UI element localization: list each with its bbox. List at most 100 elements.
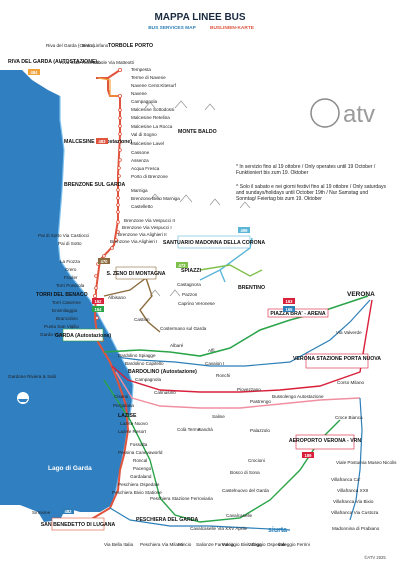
- stop-peschiera-bivio: Peschiera Bivio Statione: [112, 490, 162, 495]
- lake-label: Lago di Garda: [72, 207, 116, 214]
- stop-navene: Navene: [131, 91, 147, 96]
- badge-483: 483: [96, 138, 108, 144]
- stop-brenzone: BRENZONE SUL GARDA: [64, 182, 126, 188]
- stop-gardone: Gardone Riviera & Salò: [8, 374, 57, 379]
- line-484-route: [97, 77, 122, 97]
- svg-text:470: 470: [101, 259, 109, 264]
- stop-peschiera-ospedale: Peschiera Ospedale: [118, 482, 160, 487]
- stop-cavalcaselle-xxv: Cavalcaselle Via XXV Aprile: [190, 526, 248, 531]
- stop-saline: Saline: [212, 414, 225, 419]
- stop-spiazzi: SPIAZZI: [181, 268, 201, 274]
- stop-ronchi: Ronchi: [216, 373, 230, 378]
- stop-airport: AEROPORTO VERONA - VRN: [289, 438, 362, 444]
- svg-text:165: 165: [286, 307, 294, 312]
- stop-brancolino: Brancolino: [56, 316, 78, 321]
- stop-crero: Crero: [65, 267, 77, 272]
- stop-torbole: TORBOLE PORTO: [108, 43, 153, 49]
- stop-mincio: Mincio: [178, 542, 192, 547]
- stop-sirmione: Sirmione: [32, 510, 51, 515]
- note-seasonal-symbol: *: [236, 164, 238, 170]
- stop-s-zeno: S. ZENO DI MONTAGNA: [107, 271, 166, 277]
- stop-valeggio-ospedale: Valeggio Ospedale: [248, 542, 287, 547]
- svg-text:164: 164: [95, 307, 103, 312]
- stop-lazise-resort: Lazise Resort: [118, 429, 147, 434]
- stop-val-sogno: Val di Sogno: [131, 132, 157, 137]
- note-weekend-symbol: ^: [236, 184, 239, 190]
- stop-castion: Castion: [134, 317, 150, 322]
- stop-pai-sotto: Pai di Sotto Via Castiocci: [38, 233, 89, 238]
- line-163-route: [115, 371, 361, 409]
- stop-caprino: Caprino Veronese: [178, 301, 215, 306]
- stop-costermano: Costermano sul Garda: [160, 326, 207, 331]
- line-164-route: [103, 295, 369, 357]
- stop-bivio-linfano: Bivio Linfano: [82, 43, 109, 48]
- stop-navene-terme: Terme di Navene: [131, 75, 166, 80]
- sanctuary-box: [177, 235, 251, 249]
- note-weekend: ^ Solo il sabato e nei giorni festivi fi…: [236, 184, 386, 203]
- line-mincio-route: [109, 507, 291, 531]
- ferry-icon: [17, 392, 29, 404]
- stop-la-fiozza: La Fiozza: [60, 259, 80, 264]
- stop-castagnora: Castagnora: [177, 282, 201, 287]
- stop-peschiera: PESCHIERA DEL GARDA: [136, 517, 199, 523]
- stop-croce-bianca: Croce Bianca: [335, 415, 363, 420]
- line-470-route: [103, 276, 161, 333]
- stop-villafranca-custoza: Villafranca Via Custoza: [331, 510, 379, 515]
- badge-499: 499: [238, 227, 250, 233]
- stop-alighieri-1: Brenzone Via Alighieri I: [110, 239, 157, 244]
- stop-bosco-sona: Bosco di Sona: [230, 470, 260, 475]
- stop-pazzon: Pazzon: [182, 292, 198, 297]
- stop-brentino: BRENTINO: [238, 285, 265, 291]
- stop-cavaion: Cavaion I: [205, 361, 224, 366]
- stop-punta-san-vigilio: Punta San Vigilio: [44, 324, 79, 329]
- stop-marniga: Marniga: [131, 188, 148, 193]
- svg-text:atv: atv: [343, 101, 375, 128]
- note-weekend-text: Solo il sabato e nei giorni festivi fino…: [236, 184, 386, 203]
- stop-villafranca-bixio: Villafranca Via Bixio: [333, 499, 374, 504]
- stop-bardolino: BARDOLINO (Autostazione): [128, 369, 197, 375]
- stop-calmasino: Calmasino: [154, 390, 176, 395]
- stop-san-benedetto: SAN BENEDETTO DI LUGANA: [41, 522, 116, 528]
- stop-sanctuary: SANTUARIO MADONNA DELLA CORONA: [163, 240, 265, 246]
- svg-text:482: 482: [65, 509, 73, 514]
- stop-campagnola-2: Campagnola: [135, 377, 161, 382]
- stop-assenza: Assenza: [131, 158, 149, 163]
- stop-navene-kitesurf: Navene Centr.Kitesurf: [131, 83, 177, 88]
- svg-text:189: 189: [305, 453, 313, 458]
- svg-text:484: 484: [31, 70, 39, 75]
- stop-garda-marconi: Garda Via Marconi: [40, 332, 78, 337]
- porta-nuova-box: [305, 353, 369, 369]
- stop-fossalta: Fossalta: [130, 442, 148, 447]
- badge-473: 473: [176, 262, 188, 268]
- stop-monte-baldo: MONTE BALDO: [178, 129, 217, 135]
- stop-viale-postumia: Viale Postumia Museo Nicolis: [336, 460, 397, 465]
- san-benedetto-box: [51, 517, 105, 531]
- stop-castelletto: Castelletto: [131, 204, 153, 209]
- stop-cisano: Cisano: [114, 394, 129, 399]
- stop-ensmilaggia: Ensmilaggia: [52, 308, 77, 313]
- garda-box: [62, 328, 104, 342]
- stop-bardolino-capitello: Bardolino Capitello: [125, 361, 164, 366]
- stop-lazise-nuovo: Lazise Nuovo: [120, 421, 148, 426]
- stop-piazza-bra: PIAZZA BRA' - ARENA: [270, 311, 326, 317]
- stop-peschiera-stazione: Peschiera Stazione Ferroviaria: [150, 496, 213, 501]
- partner-logo: siurta: [268, 527, 287, 534]
- stop-pai: Pai di Sotto: [58, 241, 82, 246]
- stop-torri: TORRI DEL BENACO: [36, 292, 88, 298]
- stop-cassone: Cassone: [131, 150, 150, 155]
- stop-valeggio-diga: Valeggio Bivio Diga: [222, 542, 262, 547]
- stop-malcesine-lavel: Malcesine Lavel: [131, 141, 164, 146]
- stop-porto-brenzone: Porto di Brenzone: [131, 174, 168, 179]
- stop-malcesine-rocca: Malcesine La Rocca: [131, 124, 173, 129]
- note-seasonal: * In servizio fino al 19 ottobre / Only …: [236, 164, 386, 176]
- stop-acqua-fresca: Acqua Fresca: [131, 166, 160, 171]
- stop-via-milano: Peschiera Via Milano: [140, 542, 184, 547]
- stop-riva: RIVA DEL GARDA (AUTOSTAZIONE): [8, 59, 97, 65]
- stop-campagnola: Campagnola: [131, 99, 157, 104]
- map-subtitle-de: BUSLINIEN-KARTE: [210, 25, 255, 31]
- stop-pergolana: Pergolana: [113, 403, 134, 408]
- badge-484: 484: [28, 69, 40, 75]
- stop-affi: Affi: [208, 348, 215, 353]
- badge-482: 482: [62, 508, 74, 514]
